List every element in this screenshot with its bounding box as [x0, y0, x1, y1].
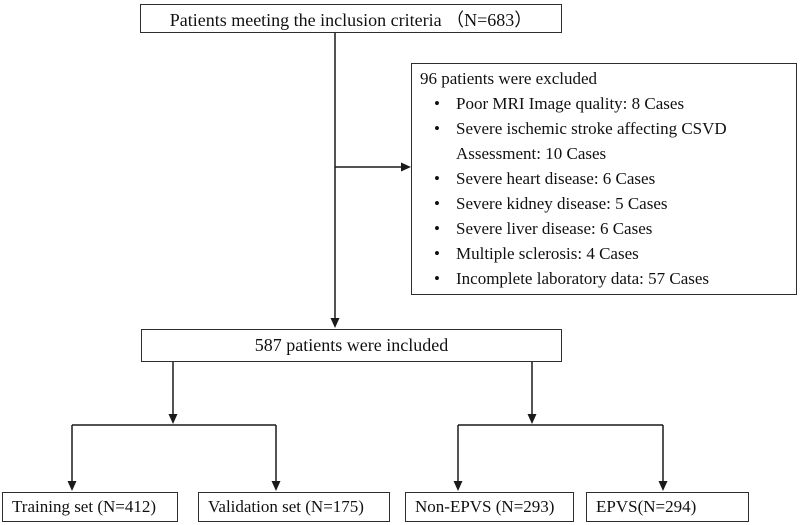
- included-patients-box: 587 patients were included: [141, 329, 562, 362]
- inclusion-criteria-label: Patients meeting the inclusion criteria …: [169, 9, 533, 30]
- arrow-to-validation: [271, 425, 281, 491]
- arrow-to-training: [67, 425, 77, 491]
- inclusion-criteria-box: Patients meeting the inclusion criteria …: [140, 4, 562, 33]
- training-set-label: Training set (N=412): [12, 497, 157, 516]
- exclusion-item: Severe ischemic stroke affecting CSVD As…: [420, 116, 788, 166]
- exclusion-item: Multiple sclerosis: 4 Cases: [420, 241, 788, 266]
- non-epvs-label: Non-EPVS (N=293): [415, 497, 555, 516]
- non-epvs-box: Non-EPVS (N=293): [405, 492, 574, 522]
- exclusion-item: Severe liver disease: 6 Cases: [420, 216, 788, 241]
- epvs-box: EPVS(N=294): [586, 492, 749, 522]
- validation-set-label: Validation set (N=175): [208, 497, 364, 516]
- exclusion-list: Poor MRI Image quality: 8 Cases Severe i…: [420, 91, 788, 291]
- exclusion-box: 96 patients were excluded Poor MRI Image…: [411, 63, 797, 295]
- epvs-label: EPVS(N=294): [596, 497, 697, 516]
- included-patients-label: 587 patients were included: [254, 335, 449, 355]
- arrow-to-exclusion: [335, 162, 411, 172]
- exclusion-item: Severe kidney disease: 5 Cases: [420, 191, 788, 216]
- training-set-box: Training set (N=412): [2, 492, 178, 522]
- exclusion-title: 96 patients were excluded: [420, 69, 598, 88]
- arrow-to-epvs: [658, 425, 668, 491]
- validation-set-box: Validation set (N=175): [198, 492, 390, 522]
- arrow-top-to-included: [330, 33, 340, 328]
- arrow-to-nonepvs: [453, 425, 463, 491]
- exclusion-item: Poor MRI Image quality: 8 Cases: [420, 91, 788, 116]
- arrow-included-to-right-split: [527, 362, 537, 424]
- arrow-included-to-left-split: [168, 362, 178, 424]
- exclusion-item: Severe heart disease: 6 Cases: [420, 166, 788, 191]
- exclusion-item: Incomplete laboratory data: 57 Cases: [420, 266, 788, 291]
